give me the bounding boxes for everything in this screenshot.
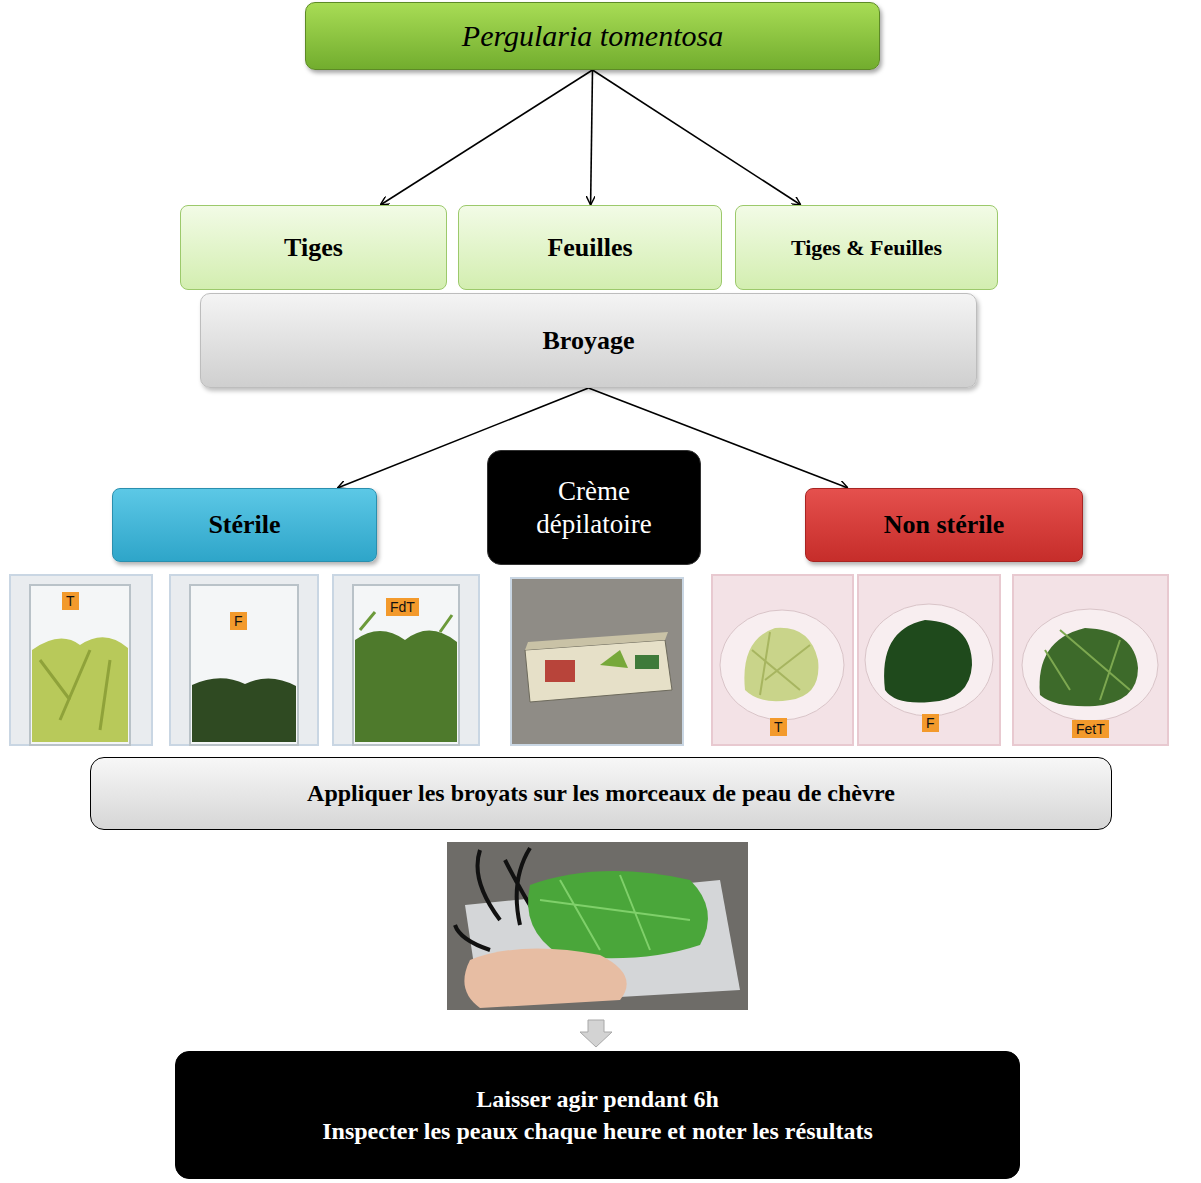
sample-label: T [770,718,787,736]
box-text: Inspecter les peaux chaque heure et note… [322,1115,873,1147]
arrow-connector [380,70,592,205]
box-text: Tiges [284,233,343,263]
final-step-box: Laisser agir pendant 6hInspecter les pea… [175,1051,1020,1179]
goat-skin-photo [447,842,748,1010]
box-text: Broyage [543,326,635,356]
plate-photo [712,575,853,745]
box-text: Tiges & Feuilles [791,235,942,261]
plate-photo [858,575,1000,745]
cream-box-photo [511,578,683,745]
sample-label: T [62,592,79,610]
process-box: Appliquer les broyats sur les morceaux d… [90,757,1112,830]
title-box: Pergularia tomentosa [305,2,880,70]
sample-label: F [922,714,939,732]
box-text: Stérile [208,510,280,540]
tube-photo [170,575,318,745]
sterile-box: Stérile [112,488,377,562]
sample-label: F [230,612,247,630]
non-sterile-box: Non stérile [805,488,1083,562]
box-text: Non stérile [884,510,1005,540]
process-box: Broyage [200,293,977,388]
tube-photo [10,575,152,745]
control-box: Crème dépilatoire [487,450,701,565]
sample-label: FetT [1072,720,1109,738]
arrow-connector [593,70,801,205]
plate-photo [1013,575,1168,745]
arrow-connector [591,70,593,205]
part-box: Tiges & Feuilles [735,205,998,290]
sample-label: FdT [386,598,419,616]
box-text: Pergularia tomentosa [462,19,723,53]
box-text: Crème dépilatoire [498,475,690,540]
part-box: Tiges [180,205,447,290]
box-text: Appliquer les broyats sur les morceaux d… [307,780,895,807]
part-box: Feuilles [458,205,722,290]
box-text: Feuilles [547,233,632,263]
down-arrow [580,1020,612,1047]
tube-photo [333,575,479,745]
box-text: Laisser agir pendant 6h [476,1083,719,1115]
